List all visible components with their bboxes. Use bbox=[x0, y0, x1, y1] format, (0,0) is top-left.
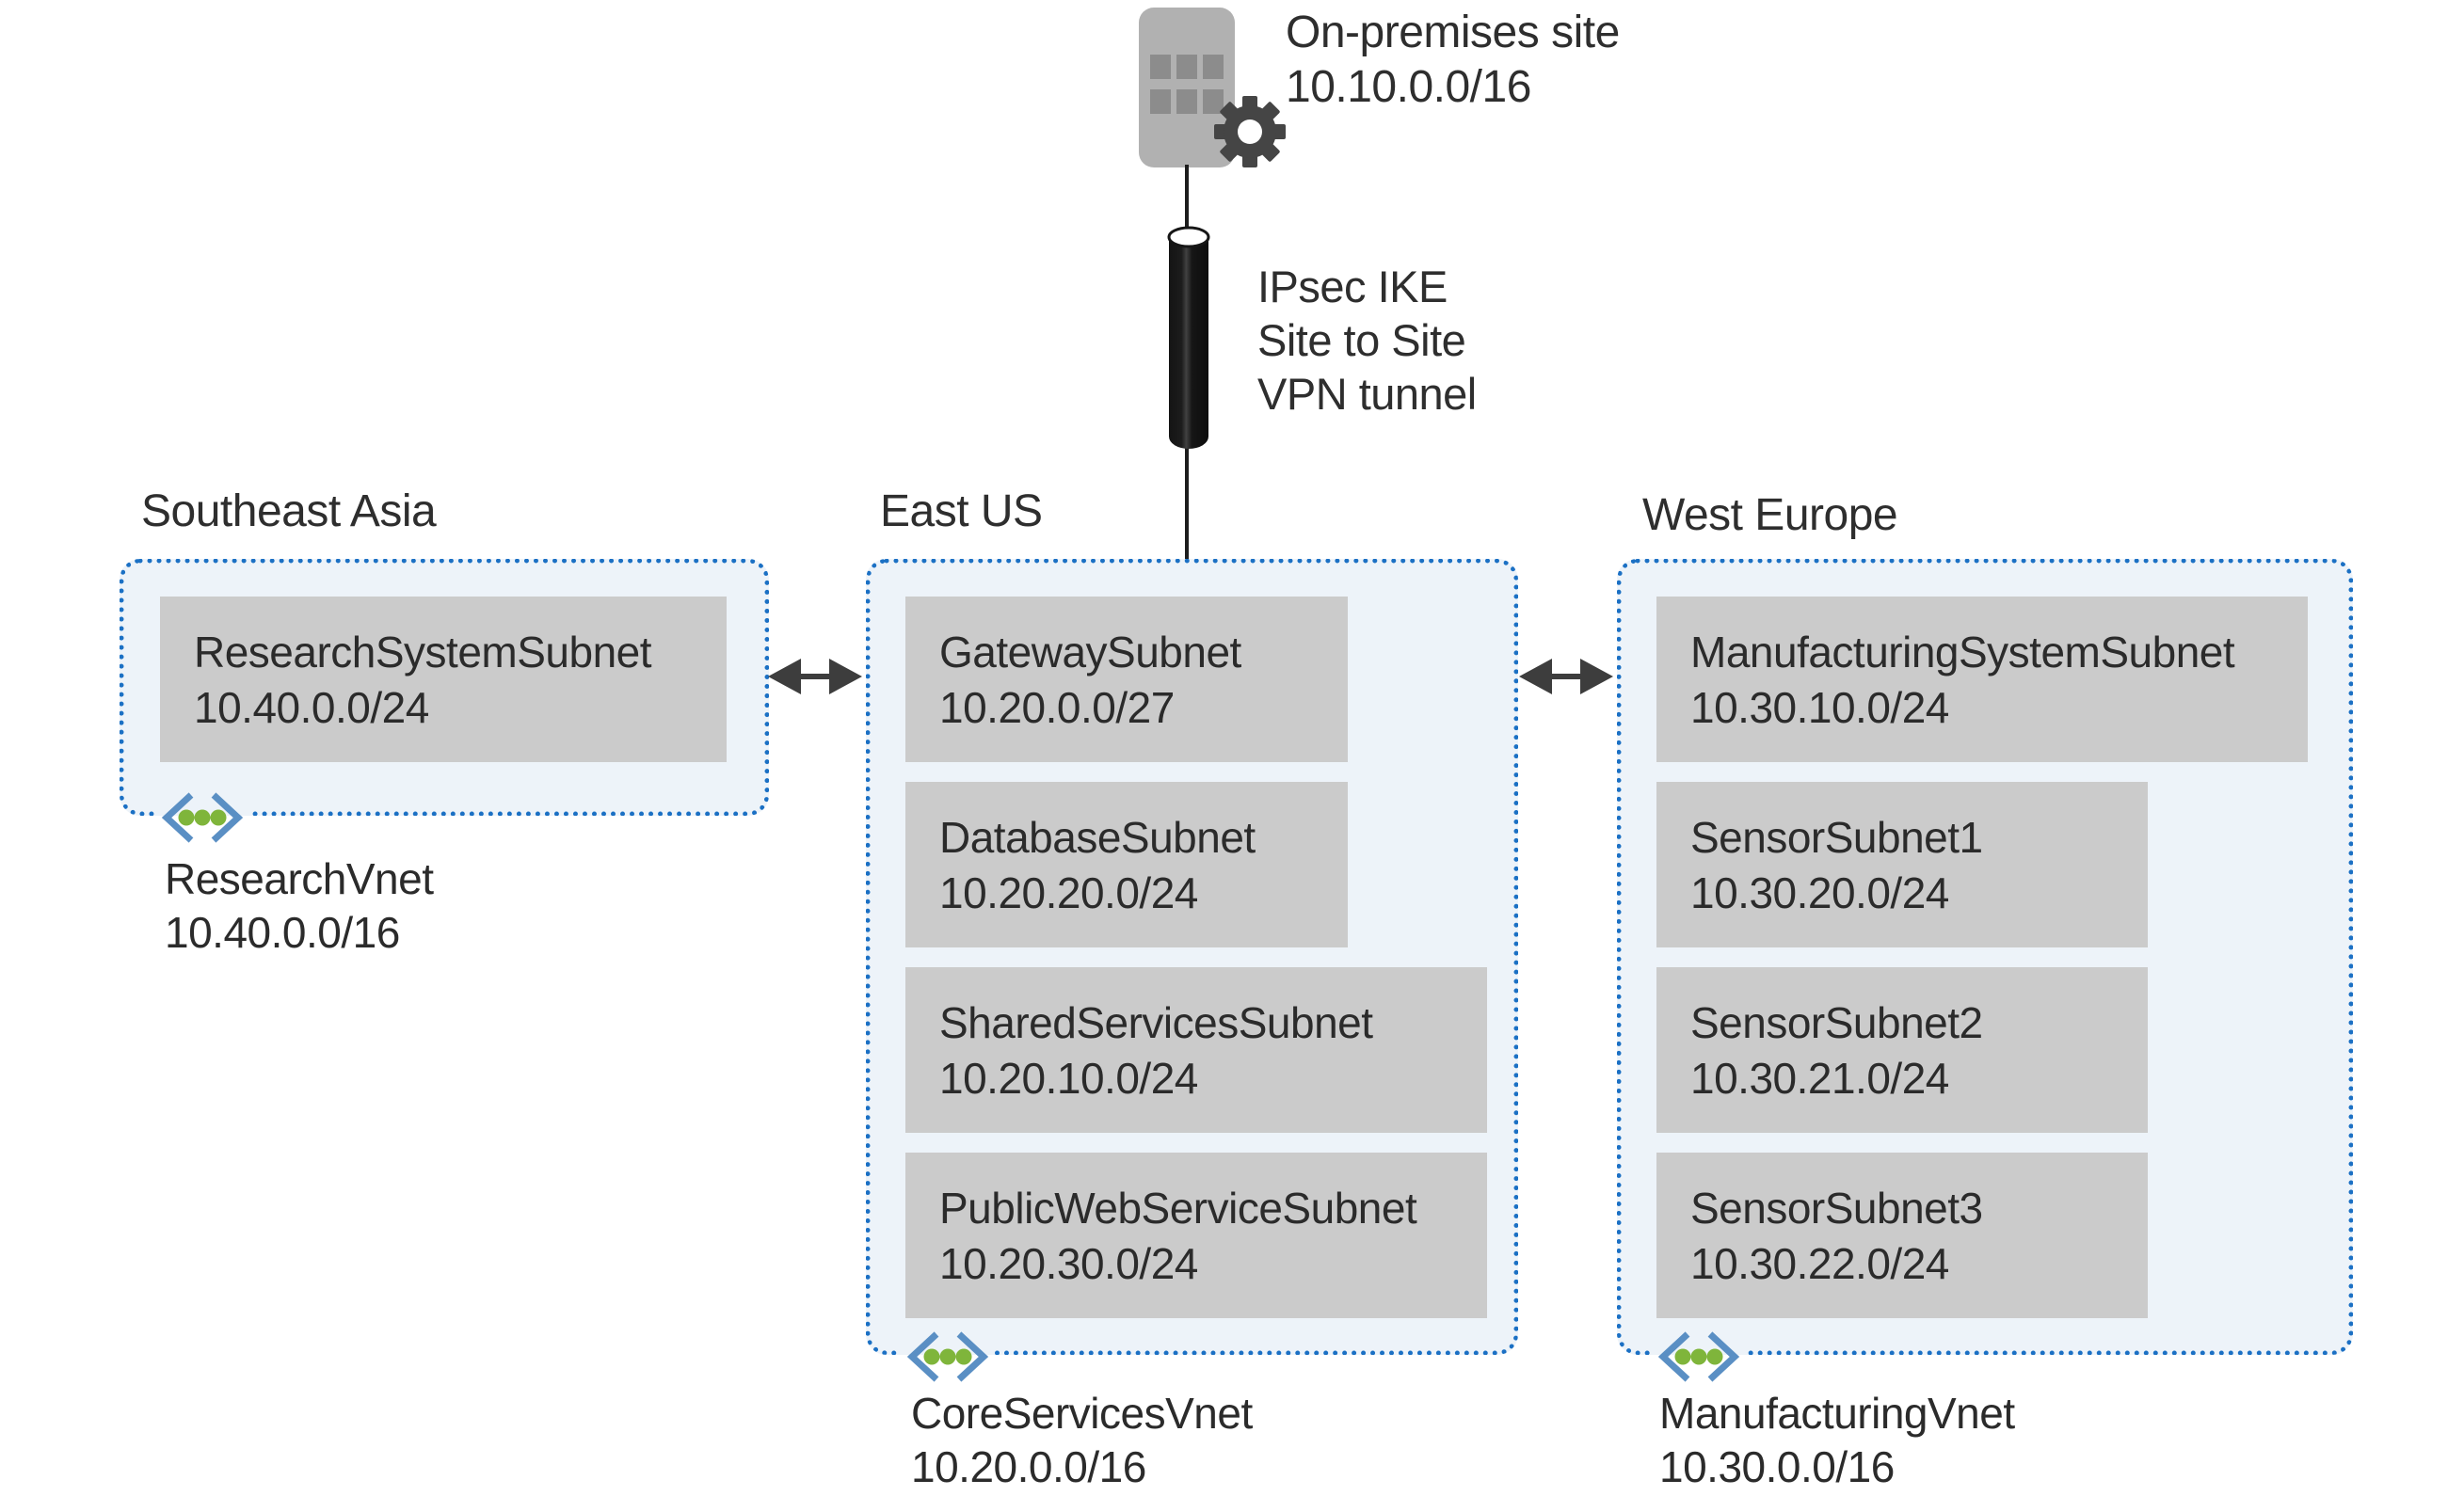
vpn-label-line3: VPN tunnel bbox=[1257, 369, 1477, 419]
subnet-box-sharedservicessubnet: SharedServicesSubnet 10.20.10.0/24 bbox=[905, 967, 1487, 1133]
subnet-box-gatewaysubnet: GatewaySubnet 10.20.0.0/27 bbox=[905, 597, 1348, 762]
subnet-box-researchsystemsubnet: ResearchSystemSubnet 10.40.0.0/24 bbox=[160, 597, 727, 762]
subnet-box-databasesubnet: DatabaseSubnet 10.20.20.0/24 bbox=[905, 782, 1348, 947]
subnet-name: DatabaseSubnet bbox=[939, 812, 1256, 862]
vpn-label-block: IPsec IKE Site to Site VPN tunnel bbox=[1257, 260, 1477, 421]
bidirectional-arrow-icon bbox=[768, 659, 862, 694]
subnet-name: SensorSubnet3 bbox=[1690, 1183, 1983, 1233]
vnet-label-manufacturingvnet: ManufacturingVnet 10.30.0.0/16 bbox=[1659, 1387, 2015, 1494]
subnet-name: PublicWebServiceSubnet bbox=[939, 1183, 1417, 1233]
vnet-label-coreservicesvnet: CoreServicesVnet 10.20.0.0/16 bbox=[911, 1387, 1253, 1494]
subnet-box-sensorsubnet1: SensorSubnet1 10.30.20.0/24 bbox=[1656, 782, 2148, 947]
subnet-cidr: 10.30.20.0/24 bbox=[1690, 867, 1949, 917]
gear-icon bbox=[1214, 96, 1286, 167]
vnet-label-researchvnet: ResearchVnet 10.40.0.0/16 bbox=[165, 852, 434, 960]
building-icon bbox=[1139, 8, 1235, 167]
bidirectional-arrow-icon bbox=[1519, 659, 1613, 694]
region-label-east-us: East US bbox=[880, 486, 1043, 536]
virtual-network-icon bbox=[155, 790, 249, 845]
onprem-site-label: On-premises site bbox=[1286, 8, 1620, 57]
vpn-tunnel-icon bbox=[1167, 226, 1210, 449]
subnet-cidr: 10.20.20.0/24 bbox=[939, 867, 1198, 917]
vnet-cidr: 10.30.0.0/16 bbox=[1659, 1442, 1895, 1491]
subnet-name: GatewaySubnet bbox=[939, 627, 1241, 676]
virtual-network-icon bbox=[901, 1329, 995, 1384]
subnet-box-sensorsubnet2: SensorSubnet2 10.30.21.0/24 bbox=[1656, 967, 2148, 1133]
virtual-network-icon bbox=[1652, 1329, 1746, 1384]
region-label-southeast-asia: Southeast Asia bbox=[141, 486, 437, 536]
vnet-cidr: 10.40.0.0/16 bbox=[165, 908, 400, 957]
vnet-name: CoreServicesVnet bbox=[911, 1389, 1253, 1438]
subnet-box-manufacturingsystemsubnet: ManufacturingSystemSubnet 10.30.10.0/24 bbox=[1656, 597, 2308, 762]
vnet-name: ManufacturingVnet bbox=[1659, 1389, 2015, 1438]
onprem-title-block: On-premises site 10.10.0.0/16 bbox=[1286, 6, 1620, 115]
region-label-west-europe: West Europe bbox=[1642, 490, 1898, 540]
vpn-label-line2: Site to Site bbox=[1257, 315, 1466, 365]
vnet-name: ResearchVnet bbox=[165, 854, 434, 903]
subnet-box-sensorsubnet3: SensorSubnet3 10.30.22.0/24 bbox=[1656, 1153, 2148, 1318]
subnet-cidr: 10.40.0.0/24 bbox=[194, 682, 429, 732]
subnet-cidr: 10.20.10.0/24 bbox=[939, 1053, 1198, 1103]
subnet-cidr: 10.20.0.0/27 bbox=[939, 682, 1175, 732]
vnet-cidr: 10.20.0.0/16 bbox=[911, 1442, 1146, 1491]
subnet-cidr: 10.30.22.0/24 bbox=[1690, 1238, 1949, 1288]
subnet-cidr: 10.20.30.0/24 bbox=[939, 1238, 1198, 1288]
subnet-name: ManufacturingSystemSubnet bbox=[1690, 627, 2235, 676]
subnet-name: SharedServicesSubnet bbox=[939, 997, 1373, 1047]
subnet-name: SensorSubnet2 bbox=[1690, 997, 1983, 1047]
subnet-cidr: 10.30.10.0/24 bbox=[1690, 682, 1949, 732]
subnet-name: ResearchSystemSubnet bbox=[194, 627, 652, 676]
subnet-name: SensorSubnet1 bbox=[1690, 812, 1983, 862]
subnet-box-publicwebservicesubnet: PublicWebServiceSubnet 10.20.30.0/24 bbox=[905, 1153, 1487, 1318]
vpn-label-line1: IPsec IKE bbox=[1257, 262, 1448, 311]
subnet-cidr: 10.30.21.0/24 bbox=[1690, 1053, 1949, 1103]
onprem-cidr-label: 10.10.0.0/16 bbox=[1286, 62, 1531, 112]
